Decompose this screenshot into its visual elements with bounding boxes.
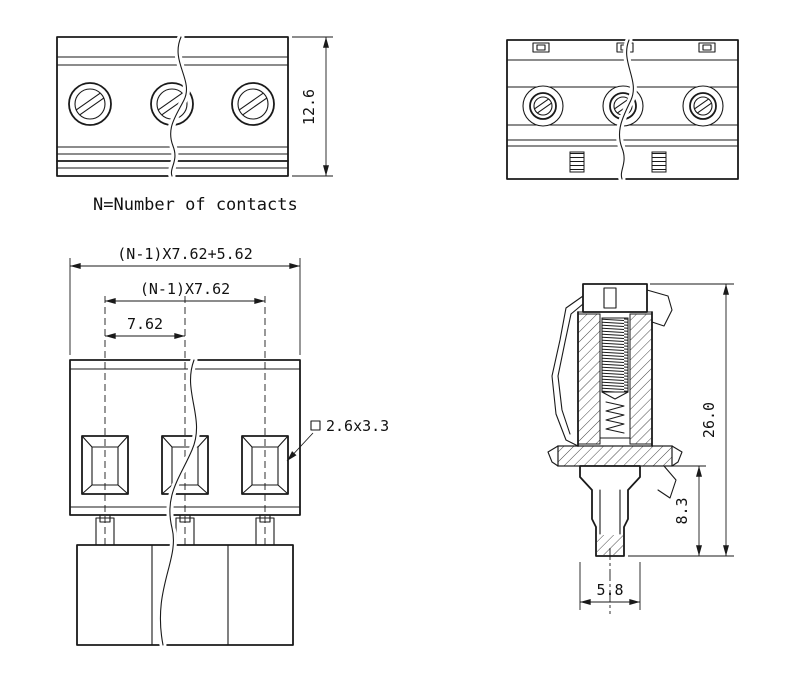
view-top-plan xyxy=(56,33,289,180)
screw-left-icon xyxy=(68,82,112,126)
break-line xyxy=(167,33,190,180)
view-rear-plan xyxy=(506,36,739,183)
spring-contacts xyxy=(569,151,667,173)
dim-height-label: 12.6 xyxy=(300,89,318,125)
dim-pitch-label: 7.62 xyxy=(127,315,163,333)
view-front-elevation xyxy=(69,296,301,649)
dim-total-width-label: (N-1)X7.62+5.62 xyxy=(117,245,252,263)
dim-overall-side-label: 26.0 xyxy=(700,402,718,438)
opening-size-callout: 2.6x3.3 xyxy=(286,417,389,462)
opening-size-label: 2.6x3.3 xyxy=(326,417,389,435)
dim-contact-span: (N-1)X7.62 xyxy=(104,280,266,304)
dim-pitch: 7.62 xyxy=(104,315,186,339)
bottom-skirt xyxy=(76,544,294,646)
dim-total-width: (N-1)X7.62+5.62 xyxy=(69,245,301,355)
contacts-note: N=Number of contacts xyxy=(93,195,298,215)
square-symbol-icon xyxy=(310,420,321,431)
view-side-section xyxy=(547,283,683,614)
break-line xyxy=(615,36,637,183)
mounting-flange xyxy=(557,445,673,467)
dim-overall-side: 26.0 xyxy=(628,283,734,557)
dim-pin-length: 8.3 xyxy=(672,465,706,557)
screw-thread xyxy=(601,317,629,393)
solder-pin-section xyxy=(579,465,641,557)
dim-pin-width-label: 5.8 xyxy=(596,581,623,599)
dim-pin-width: 5.8 xyxy=(579,562,641,610)
dim-height: 12.6 xyxy=(292,36,333,177)
clamp-spring xyxy=(605,401,625,434)
break-line xyxy=(156,356,200,649)
dim-contact-span-label: (N-1)X7.62 xyxy=(140,280,230,298)
dim-pin-length-label: 8.3 xyxy=(673,497,691,524)
center-lines xyxy=(104,296,266,548)
screw-right-icon xyxy=(231,82,275,126)
screw-bosses xyxy=(522,85,724,127)
